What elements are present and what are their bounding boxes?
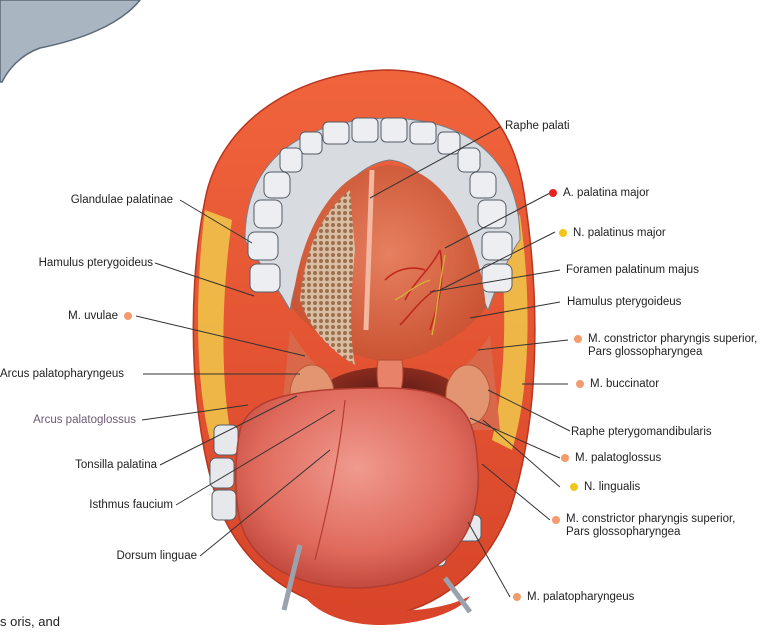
orange-dot-marker bbox=[552, 516, 560, 524]
upper-teeth bbox=[247, 117, 513, 293]
glandulae-area bbox=[300, 190, 355, 365]
tongue-median-groove bbox=[314, 399, 346, 561]
yellow-dot-marker bbox=[570, 483, 578, 491]
palatine-vessels bbox=[384, 249, 443, 331]
label-m-constrictor-1-line1: M. constrictor pharyngis superior, bbox=[588, 333, 758, 345]
label-m-constrictor-2-line2: Pars glossopharyngea bbox=[566, 526, 681, 538]
label-m-buccinator: M. buccinator bbox=[590, 378, 660, 390]
label-n-lingualis: N. lingualis bbox=[584, 481, 641, 493]
retractor-shape bbox=[0, 0, 141, 83]
label-arcus-palatopharyngeus: Arcus palatopharyngeus bbox=[0, 368, 125, 380]
label-n-palatinus-major: N. palatinus major bbox=[573, 227, 666, 239]
label-m-constrictor-1-line2: Pars glossopharyngea bbox=[588, 346, 703, 358]
label-m-uvulae: M. uvulae bbox=[68, 310, 118, 322]
tongue bbox=[235, 387, 479, 589]
orange-dot-marker bbox=[513, 593, 521, 601]
label-m-palatoglossus: M. palatoglossus bbox=[575, 452, 662, 464]
label-m-constrictor-2-line1: M. constrictor pharyngis superior, bbox=[566, 513, 736, 525]
right-cheek-fat bbox=[492, 215, 528, 450]
lower-lip bbox=[300, 590, 470, 625]
orange-dot-marker bbox=[576, 380, 584, 388]
label-arcus-palatoglossus: Arcus palatoglossus bbox=[33, 414, 136, 426]
orange-dot-marker bbox=[124, 312, 132, 320]
yellow-dot-marker bbox=[559, 229, 567, 237]
label-raphe-palati: Raphe palati bbox=[505, 120, 570, 132]
raphe-line bbox=[363, 169, 375, 331]
orange-dot-marker bbox=[574, 335, 582, 343]
label-isthmus-faucium: Isthmus faucium bbox=[89, 499, 173, 511]
palatine-nerves bbox=[394, 254, 446, 336]
label-raphe-pterygomandibularis: Raphe pterygomandibularis bbox=[571, 426, 712, 438]
label-foramen-palatinum-majus: Foramen palatinum majus bbox=[566, 264, 699, 276]
red-dot-marker bbox=[549, 189, 557, 197]
orange-dot-marker bbox=[561, 454, 569, 462]
left-cheek-fat bbox=[198, 210, 232, 440]
retractor-rod-left bbox=[281, 544, 303, 611]
leader-lines bbox=[135, 126, 571, 598]
caption-fragment: s oris, and bbox=[0, 614, 60, 629]
label-m-palatopharyngeus: M. palatopharyngeus bbox=[527, 591, 635, 603]
label-dorsum-linguae: Dorsum linguae bbox=[116, 550, 197, 562]
label-hamulus-pterygoideus-left: Hamulus pterygoideus bbox=[38, 257, 153, 269]
label-glandulae-palatinae: Glandulae palatinae bbox=[70, 194, 173, 206]
label-hamulus-pterygoideus-right: Hamulus pterygoideus bbox=[567, 296, 682, 308]
label-tonsilla-palatina: Tonsilla palatina bbox=[75, 459, 157, 471]
retractor-rod-right bbox=[442, 576, 473, 614]
label-a-palatina-major: A. palatina major bbox=[563, 187, 650, 199]
